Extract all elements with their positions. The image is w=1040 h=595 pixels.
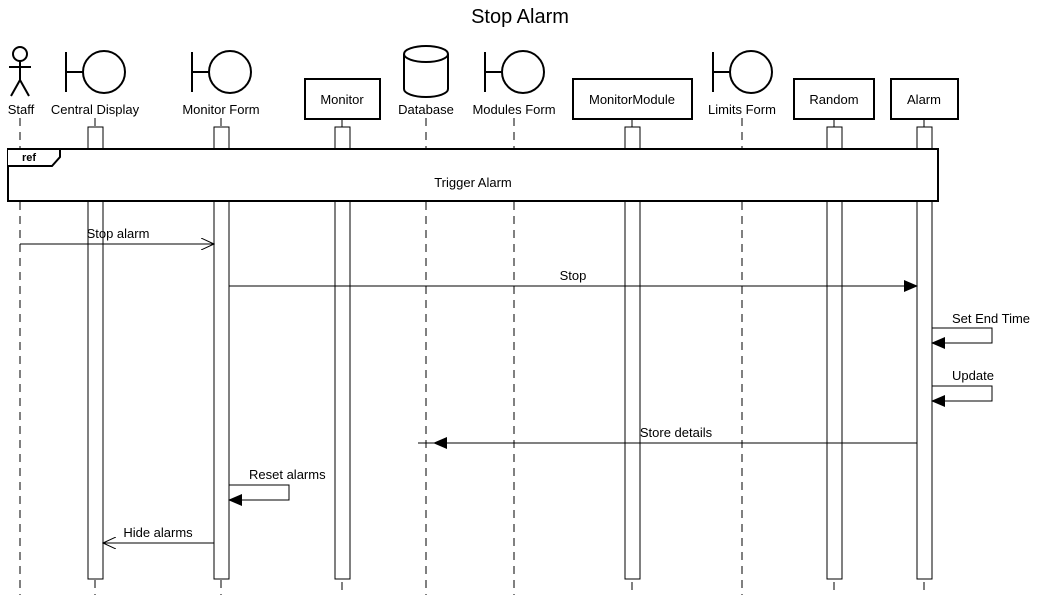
boundary-icon <box>65 50 126 94</box>
message-label: Stop alarm <box>87 226 150 241</box>
participant-label: Database <box>398 102 454 117</box>
ref-fragment: ref Trigger Alarm <box>7 148 939 202</box>
boundary-icon <box>191 50 252 94</box>
message-label: Reset alarms <box>249 467 326 482</box>
participant-box <box>572 78 693 120</box>
message-hide-alarms: Hide alarms <box>103 525 214 543</box>
participant-label: Random <box>809 92 858 107</box>
actor-icon <box>9 46 31 97</box>
boundary-icon <box>484 50 545 94</box>
ref-label: Trigger Alarm <box>434 175 512 190</box>
message-update: Update <box>931 368 994 407</box>
participant-monitor-form: Monitor Form <box>182 50 260 117</box>
participant-label: MonitorModule <box>589 92 675 107</box>
message-arrow <box>931 385 993 407</box>
message-label: Set End Time <box>952 311 1030 326</box>
participant-central-display: Central Display <box>51 50 140 117</box>
message-stop-alarm: Stop alarm <box>20 226 214 244</box>
participant-label: Alarm <box>907 92 941 107</box>
message-set-end-time: Set End Time <box>931 311 1030 349</box>
message-label: Store details <box>640 425 713 440</box>
message-stop: Stop <box>229 268 918 292</box>
participant-staff: Staff <box>8 46 35 117</box>
activation-random <box>826 126 843 580</box>
message-store-details: Store details <box>418 425 917 449</box>
diagram-title: Stop Alarm <box>471 6 569 28</box>
activation-alarm <box>916 126 933 580</box>
participant-monitor-module: MonitorModule <box>572 78 693 120</box>
participant-monitor: Monitor <box>304 78 381 120</box>
participant-box <box>304 78 381 120</box>
participant-database: Database <box>398 45 454 117</box>
ref-tag-box <box>8 148 61 167</box>
ref-tag: ref <box>22 152 36 164</box>
participant-alarm: Alarm <box>890 78 959 120</box>
participant-label: Limits Form <box>708 102 776 117</box>
participant-limits-form: Limits Form <box>708 50 776 117</box>
activation-monitor-form <box>213 126 230 580</box>
participant-random: Random <box>793 78 875 120</box>
participant-label: Central Display <box>51 102 140 117</box>
participant-label: Monitor Form <box>182 102 259 117</box>
participant-label: Monitor <box>320 92 364 107</box>
activation-monitor-module <box>624 126 641 580</box>
participant-label: Modules Form <box>472 102 555 117</box>
message-label: Update <box>952 368 994 383</box>
ref-frame <box>7 148 939 202</box>
message-reset-alarms: Reset alarms <box>228 467 326 506</box>
activation-central-display <box>87 126 104 580</box>
message-arrow <box>931 327 993 349</box>
database-icon <box>403 45 449 98</box>
message-label: Stop <box>560 268 587 283</box>
participant-label: Staff <box>8 102 35 117</box>
message-label: Hide alarms <box>123 525 193 540</box>
participant-modules-form: Modules Form <box>472 50 556 117</box>
participant-box <box>890 78 959 120</box>
boundary-icon <box>712 50 773 94</box>
activation-monitor <box>334 126 351 580</box>
participant-box <box>793 78 875 120</box>
message-arrow <box>228 484 290 506</box>
